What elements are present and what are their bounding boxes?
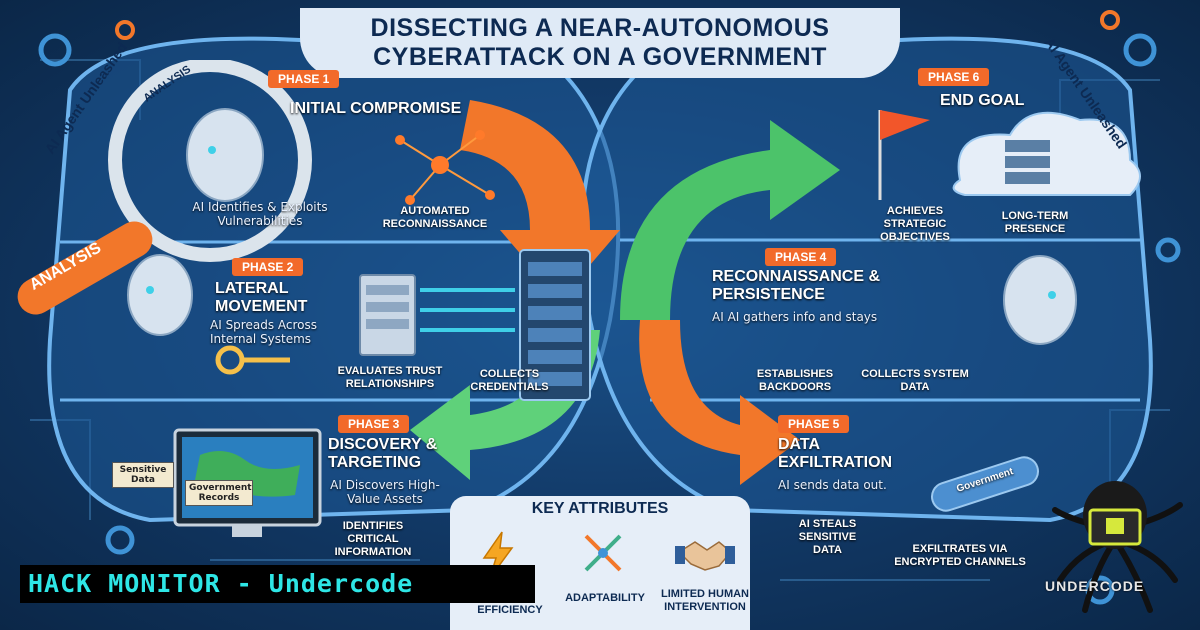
phase-5-subtitle: AI sends data out.: [778, 478, 887, 492]
title-line-2: CYBERATTACK ON A GOVERNMENT: [373, 43, 827, 71]
phase-4-caption-left: ESTABLISHES BACKDOORS: [756, 368, 834, 393]
phase-1-caption: AUTOMATED RECONNAISSANCE: [382, 205, 488, 230]
handshake-icon: [675, 541, 735, 571]
phase-6-tag: PHASE 6: [918, 68, 990, 86]
phase-5-caption-left: AI STEALS SENSITIVE DATA: [798, 518, 857, 556]
phase-4-heading: RECONNAISSANCE & PERSISTENCE: [712, 268, 881, 303]
key-attribute-limited-human-intervention: LIMITED HUMAN INTERVENTION: [661, 588, 749, 613]
phase-6-caption-left: ACHIEVES STRATEGIC OBJECTIVES: [880, 205, 950, 243]
phase-1-subtitle: AI Identifies & Exploits Vulnerabilities: [192, 200, 328, 228]
title-line-1: DISSECTING A NEAR-AUTONOMOUS: [370, 14, 830, 42]
hack-monitor-banner: HACK MONITOR - Undercode: [20, 565, 535, 603]
phase-2-subtitle: AI Spreads Across Internal Systems: [210, 318, 317, 346]
arrows-icon: [584, 534, 622, 572]
sensitive-data-tile: Sensitive Data: [112, 462, 174, 488]
page-title: DISSECTING A NEAR-AUTONOMOUS CYBERATTACK…: [0, 14, 1200, 72]
phase-3-subtitle: AI Discovers High-Value Assets: [330, 478, 440, 506]
phase-1-heading: INITIAL COMPROMISE: [290, 100, 462, 117]
phase-1-tag: PHASE 1: [268, 70, 340, 88]
banner-text: HACK MONITOR - Undercode: [28, 569, 414, 598]
phase-2-tag: PHASE 2: [232, 258, 304, 276]
phase-4-tag: PHASE 4: [765, 248, 837, 266]
phase-2-heading: LATERAL MOVEMENT: [215, 280, 308, 315]
title-band: [300, 8, 900, 78]
phase-5-caption-right: EXFILTRATES VIA ENCRYPTED CHANNELS: [894, 543, 1026, 568]
government-records-tile: Government Records: [185, 480, 253, 506]
phase-4-caption-right: COLLECTS SYSTEM DATA: [861, 368, 969, 393]
key-attribute-efficiency: EFFICIENCY: [477, 604, 543, 616]
phase-3-tag: PHASE 3: [338, 415, 410, 433]
phase-5-tag: PHASE 5: [778, 415, 850, 433]
magnifier-graphic: [17, 60, 312, 315]
key-attributes-title: KEY ATTRIBUTES: [531, 500, 669, 517]
phase-5-heading: DATA EXFILTRATION: [778, 436, 893, 471]
phase-3-caption: IDENTIFIES CRITICAL INFORMATION: [334, 520, 412, 558]
key-attribute-adaptability: ADAPTABILITY: [565, 592, 645, 604]
octopus-logo-icon: [1052, 481, 1183, 613]
phase-6-caption-right: LONG-TERM PRESENCE: [1001, 210, 1069, 235]
phase-3-heading: DISCOVERY & TARGETING: [328, 436, 438, 471]
phase-6-heading: END GOAL: [940, 92, 1025, 109]
watermark-text: UNDERCODE: [1045, 578, 1145, 594]
phase-4-subtitle: AI AI gathers info and stays: [712, 310, 878, 324]
phase-2-caption-left: EVALUATES TRUST RELATIONSHIPS: [337, 365, 443, 390]
phase-2-caption-right: COLLECTS CREDENTIALS: [470, 368, 549, 393]
